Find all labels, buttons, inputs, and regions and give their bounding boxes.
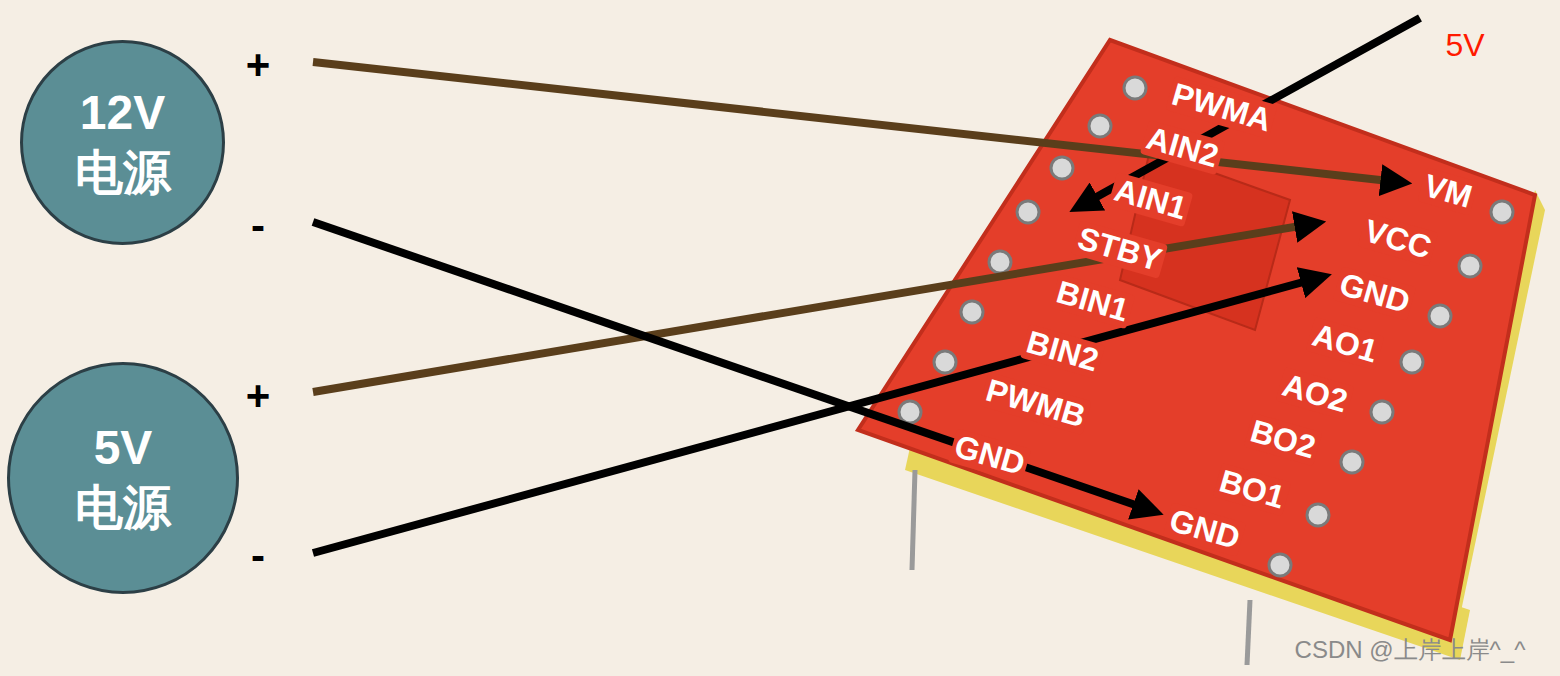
wire-12v-minus [313,222,1150,510]
wire-5v-minus [313,278,1318,553]
source-label: 12V 电源 [63,83,183,203]
power-source-circle: 5V 电源 [7,362,239,594]
power-source-circle: 12V 电源 [20,40,225,245]
source-label: 5V 电源 [63,418,183,538]
pin-pads [899,77,1513,576]
terminal-sign: - [251,203,265,249]
pin-leg [912,470,915,570]
watermark: CSDN @上岸上岸^_^ [1295,637,1526,663]
terminal-sign: - [251,533,265,579]
terminal-sign: + [246,42,271,88]
wire-12v-plus [313,62,1398,182]
voltage-note: 5V [1445,28,1484,63]
terminal-sign: + [246,373,271,419]
pin-leg [1247,600,1250,665]
